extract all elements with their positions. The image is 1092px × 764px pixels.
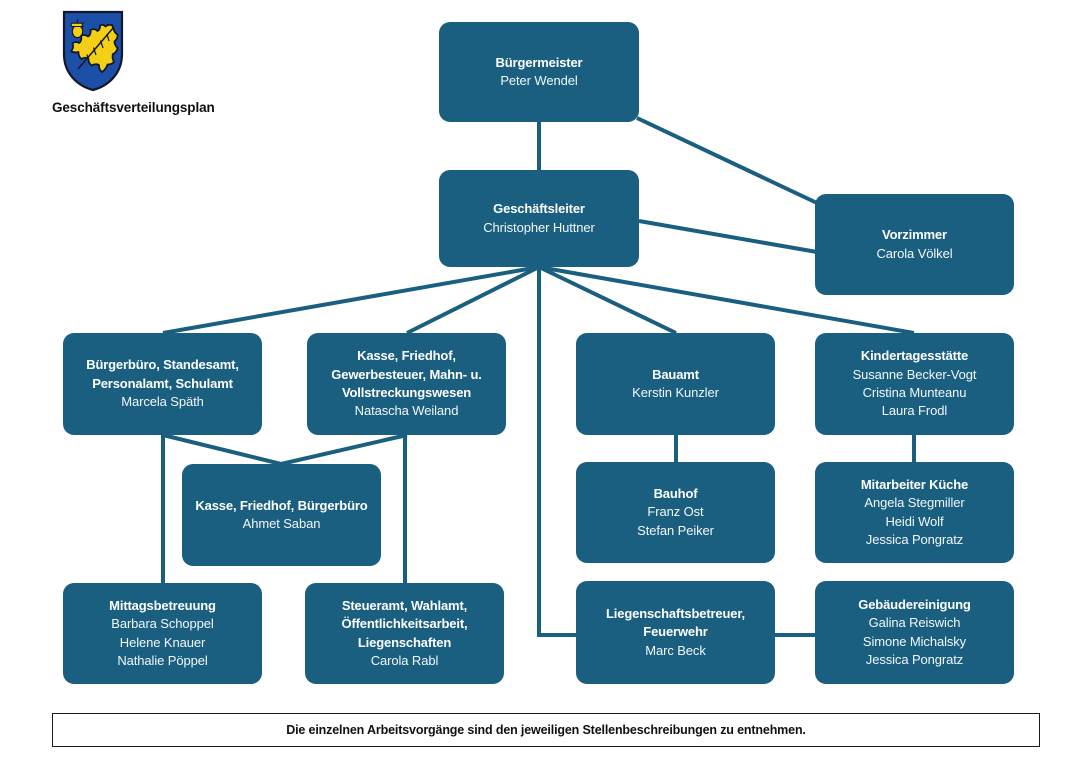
node-person: Jessica Pongratz [865,531,964,547]
node-gebaeudereinigung[interactable]: Gebäudereinigung Galina Reiswich Simone … [815,581,1014,684]
node-role: Kasse, Friedhof, Bürgerbüro [195,497,368,513]
node-kasse-friedhof-gewerbesteuer[interactable]: Kasse, Friedhof, Gewerbesteuer, Mahn- u.… [307,333,506,435]
node-person: Galina Reiswich [868,615,961,631]
edge-geschaeftsleiter-vorzimmer [638,219,818,254]
node-role: Mitarbeiter Küche [860,476,969,492]
node-role: Vorzimmer [882,227,947,243]
node-role: Kindertagesstätte [860,348,969,364]
node-person: Susanne Becker-Vogt [852,366,977,382]
node-person: Carola Rabl [370,652,439,668]
edge-geschaeftsleiter-liegenschaften [537,267,576,637]
node-person: Ahmet Saban [242,516,321,531]
node-person: Marcela Späth [121,394,204,410]
page-title: Geschäftsverteilungsplan [52,100,215,115]
node-person: Cristina Munteanu [862,385,967,400]
node-role: Kasse, Friedhof, Gewerbesteuer, Mahn- u.… [331,348,482,400]
node-person: Nathalie Pöppel [117,652,208,668]
node-bauamt[interactable]: Bauamt Kerstin Kunzler [576,333,775,435]
node-geschaeftsleiter[interactable]: Geschäftsleiter Christopher Huttner [439,170,639,267]
edge-geschaeftsleiter-buergerbuero [162,265,540,335]
node-role: Bürgerbüro, Standesamt, Personalamt, Sch… [86,357,239,391]
node-role: Bürgermeister [495,54,583,70]
node-person: Marc Beck [645,642,706,658]
edge-buergerbuero-kasse-buergerbuero [162,433,282,466]
node-bauhof[interactable]: Bauhof Franz Ost Stefan Peiker [576,462,775,563]
node-role: Bauamt [652,366,699,382]
node-role: Gebäudereinigung [858,596,971,612]
footer-note: Die einzelnen Arbeitsvorgänge sind den j… [52,713,1040,747]
node-kasse-friedhof-buergerbuero[interactable]: Kasse, Friedhof, Bürgerbüro Ahmet Saban [182,464,381,566]
edge-geschaeftsleiter-bauamt [538,265,677,335]
node-person: Simone Michalsky [862,633,967,649]
node-mittagsbetreuung[interactable]: Mittagsbetreuung Barbara Schoppel Helene… [63,583,262,684]
node-person: Christopher Huttner [483,219,595,235]
node-role: Mittagsbetreuung [109,597,216,613]
node-role: Steueramt, Wahlamt, Öffentlichkeitsarbei… [341,597,468,650]
node-person: Angela Stegmiller [864,495,965,511]
node-person: Kerstin Kunzler [632,385,719,400]
node-buergerbuero-standesamt[interactable]: Bürgerbüro, Standesamt, Personalamt, Sch… [63,333,262,435]
node-vorzimmer[interactable]: Vorzimmer Carola Völkel [815,194,1014,295]
node-person: Jessica Pongratz [865,651,964,667]
node-steueramt-wahlamt[interactable]: Steueramt, Wahlamt, Öffentlichkeitsarbei… [305,583,504,684]
node-role: Liegenschaftsbetreuer, Feuerwehr [605,605,746,640]
document-header: Geschäftsverteilungsplan [52,10,302,115]
node-person: Natascha Weiland [354,403,459,419]
node-liegenschaftsbetreuer-feuerwehr[interactable]: Liegenschaftsbetreuer, Feuerwehr Marc Be… [576,581,775,684]
node-person: Stefan Peiker [637,522,714,538]
node-role: Geschäftsleiter [493,201,585,217]
node-person: Heidi Wolf [885,513,944,529]
node-person: Peter Wendel [500,73,578,88]
node-person: Carola Völkel [876,245,953,261]
node-person: Franz Ost [647,504,704,520]
node-person: Laura Frodl [881,403,948,419]
node-role: Bauhof [653,485,698,501]
node-mitarbeiter-kueche[interactable]: Mitarbeiter Küche Angela Stegmiller Heid… [815,462,1014,563]
edge-kasse-friedhof-kasse-buergerbuero [280,433,408,466]
edge-buergermeister-vorzimmer [636,116,818,205]
node-person: Barbara Schoppel [111,616,214,632]
node-person: Helene Knauer [119,634,206,650]
node-buergermeister[interactable]: Bürgermeister Peter Wendel [439,22,639,122]
edge-geschaeftsleiter-kasse-friedhof [406,265,540,335]
node-kindertagesstaette[interactable]: Kindertagesstätte Susanne Becker-Vogt Cr… [815,333,1014,435]
coat-of-arms-oak-leaf-acorn-icon [62,10,124,92]
